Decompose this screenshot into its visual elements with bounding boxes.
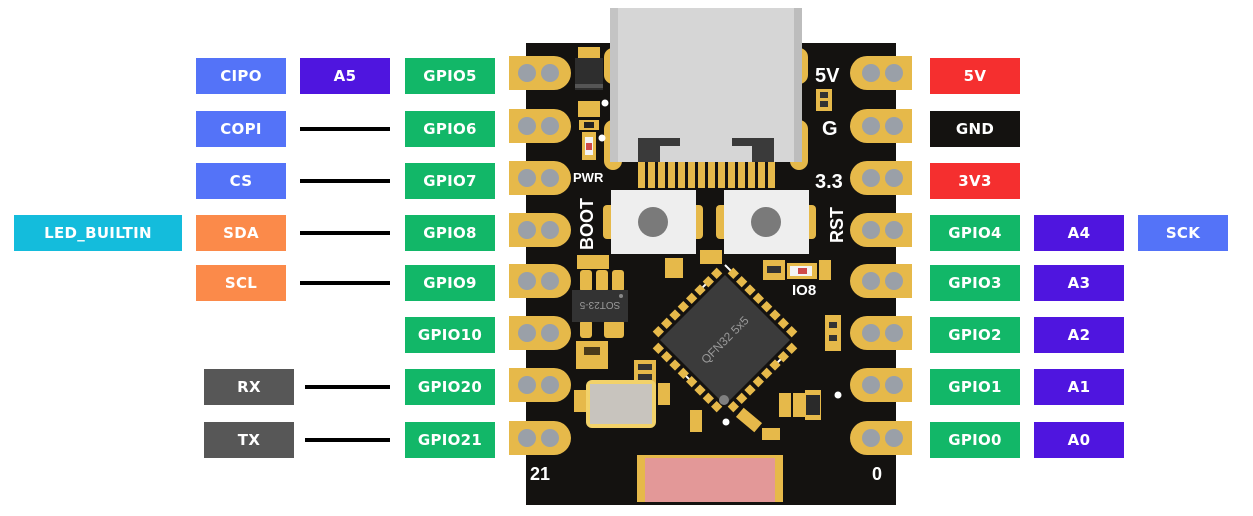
- analog-label: A2: [1034, 317, 1124, 353]
- spi-label: SCK: [1138, 215, 1228, 251]
- header-pad-left: [509, 213, 571, 247]
- header-pad-right: [850, 161, 912, 195]
- header-pad-left: [509, 421, 571, 455]
- regulator-sot23-5: SOT23-5: [572, 270, 628, 338]
- boot-button[interactable]: [603, 190, 703, 254]
- reset-button[interactable]: [716, 190, 816, 254]
- gpio-label: GPIO3: [930, 265, 1020, 301]
- silk-g: G: [822, 118, 838, 140]
- antenna-component: [637, 455, 783, 502]
- spi-label: COPI: [196, 111, 286, 147]
- silk-pwr: PWR: [573, 170, 604, 185]
- spi-label: CS: [196, 163, 286, 199]
- header-pad-left: [509, 264, 571, 298]
- header-pad-left: [509, 56, 571, 90]
- gpio-label: GPIO6: [405, 111, 495, 147]
- analog-label: A1: [1034, 369, 1124, 405]
- silk-pin-0: 0: [872, 464, 882, 484]
- connector-line: [305, 438, 390, 442]
- analog-label: A5: [300, 58, 390, 94]
- header-pad-left: [509, 161, 571, 195]
- silk-io8: IO8: [792, 282, 816, 299]
- gpio-label: GPIO2: [930, 317, 1020, 353]
- gpio-label: GPIO4: [930, 215, 1020, 251]
- uart-label: RX: [204, 369, 294, 405]
- header-pad-left: [509, 316, 571, 350]
- header-pad-right: [850, 213, 912, 247]
- connector-line: [300, 281, 390, 285]
- analog-label: A0: [1034, 422, 1124, 458]
- i2c-label: SDA: [196, 215, 286, 251]
- led-builtin-label: LED_BUILTIN: [14, 215, 182, 251]
- gpio-label: GPIO9: [405, 265, 495, 301]
- connector-line: [300, 127, 390, 131]
- header-pad-right: [850, 264, 912, 298]
- header-pad-right: [850, 421, 912, 455]
- silk-5v: 5V: [815, 65, 840, 87]
- uart-label: TX: [204, 422, 294, 458]
- silk-pin-21: 21: [530, 464, 550, 484]
- header-pad-right: [850, 56, 912, 90]
- gpio-label: GPIO8: [405, 215, 495, 251]
- right-header-pads: [850, 56, 912, 455]
- power-label: 3V3: [930, 163, 1020, 199]
- gpio-label: GPIO5: [405, 58, 495, 94]
- header-pad-left: [509, 109, 571, 143]
- gpio-label: GPIO21: [405, 422, 495, 458]
- regulator-label: SOT23-5: [579, 299, 620, 310]
- silk-boot: BOOT: [577, 198, 597, 250]
- connector-line: [305, 385, 390, 389]
- left-header-pads: [509, 56, 571, 455]
- connector-line: [300, 231, 390, 235]
- usb-c-connector: [604, 8, 808, 188]
- power-led: [582, 132, 596, 160]
- gpio-label: GPIO10: [405, 317, 495, 353]
- connector-line: [300, 179, 390, 183]
- header-pad-left: [509, 368, 571, 402]
- crystal: [586, 380, 656, 428]
- header-pad-right: [850, 316, 912, 350]
- gpio-label: GPIO20: [405, 369, 495, 405]
- header-pad-right: [850, 368, 912, 402]
- gpio-label: GPIO0: [930, 422, 1020, 458]
- user-led-io8: [763, 260, 831, 280]
- silk-rst: RST: [827, 207, 847, 243]
- ground-label: GND: [930, 111, 1020, 147]
- analog-label: A3: [1034, 265, 1124, 301]
- analog-label: A4: [1034, 215, 1124, 251]
- header-pad-right: [850, 109, 912, 143]
- mcu-qfn32: QFN32 5x5: [648, 263, 802, 417]
- gpio-label: GPIO7: [405, 163, 495, 199]
- gpio-label: GPIO1: [930, 369, 1020, 405]
- power-label: 5V: [930, 58, 1020, 94]
- silk-3v3: 3.3: [815, 171, 843, 193]
- i2c-label: SCL: [196, 265, 286, 301]
- spi-label: CIPO: [196, 58, 286, 94]
